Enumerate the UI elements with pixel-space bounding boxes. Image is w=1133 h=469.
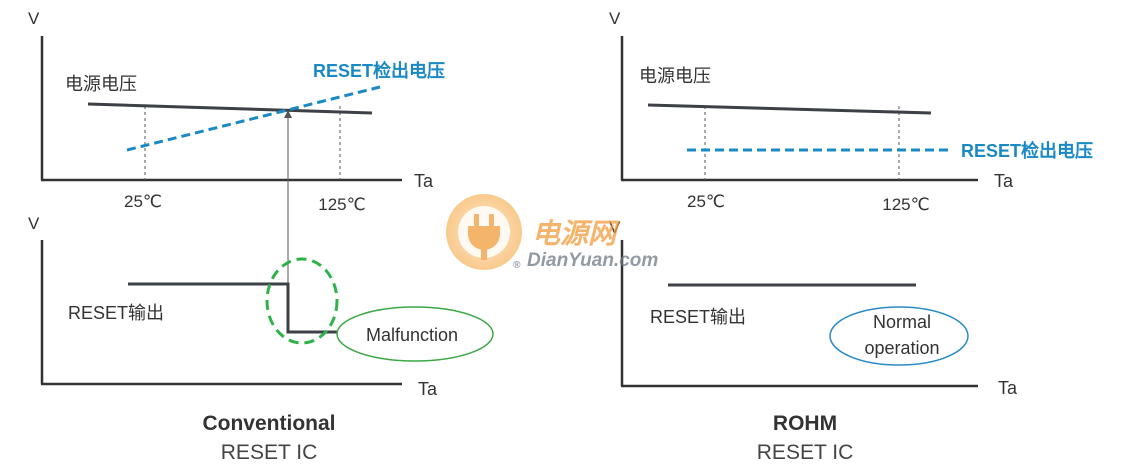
watermark-en: DianYuan.com xyxy=(527,250,658,271)
x-axis-label: Ta xyxy=(998,378,1018,398)
right-panel: V Ta 25℃ 125℃ 电源电压 RESET检出电压 V Ta RESET输… xyxy=(609,9,1093,464)
reset-output-label: RESET输出 xyxy=(68,303,164,323)
reset-detect-line xyxy=(126,85,381,152)
tick-125-label: 125℃ xyxy=(318,195,365,214)
tick-25-label: 25℃ xyxy=(124,192,162,211)
reset-detect-label: RESET检出电压 xyxy=(313,60,445,81)
supply-voltage-label: 电源电压 xyxy=(639,66,711,86)
right-bottom-chart: V Ta RESET输出 Normal operation xyxy=(609,218,1018,398)
right-caption: RESET IC xyxy=(757,441,853,464)
tick-125-label: 125℃ xyxy=(882,195,929,214)
fault-highlight-circle xyxy=(265,257,339,345)
left-caption-bold: Conventional xyxy=(202,412,335,435)
malfunction-callout xyxy=(336,306,494,362)
y-axis-label: V xyxy=(609,9,621,28)
watermark: 电源网 ® DianYuan.com xyxy=(446,194,658,271)
right-top-chart: V Ta 25℃ 125℃ 电源电压 RESET检出电压 xyxy=(609,9,1093,214)
left-top-chart: V Ta 25℃ 125℃ 电源电压 RESET检出电压 xyxy=(28,9,445,214)
right-caption-bold: ROHM xyxy=(773,412,837,435)
reset-output-label: RESET输出 xyxy=(650,307,746,327)
normal-operation-callout xyxy=(829,306,969,366)
y-axis-label: V xyxy=(28,214,40,233)
x-axis-label: Ta xyxy=(994,171,1014,191)
x-axis-label: Ta xyxy=(414,171,434,191)
normal-operation-label-line1: Normal xyxy=(873,312,931,332)
plug-logo-icon xyxy=(446,194,522,270)
tick-25-label: 25℃ xyxy=(687,192,725,211)
left-panel: V Ta 25℃ 125℃ 电源电压 RESET检出电压 V Ta RESET输… xyxy=(28,9,494,464)
y-axis-label: V xyxy=(609,218,621,237)
malfunction-label: Malfunction xyxy=(366,325,458,345)
supply-voltage-line xyxy=(647,103,932,115)
supply-voltage-label: 电源电压 xyxy=(65,74,137,94)
left-caption: RESET IC xyxy=(221,441,317,464)
watermark-reg: ® xyxy=(513,260,521,271)
left-bottom-chart: V Ta RESET输出 Malfunction xyxy=(28,214,494,399)
normal-operation-label-line2: operation xyxy=(864,338,939,358)
y-axis-label: V xyxy=(28,9,40,28)
watermark-cn: 电源网 xyxy=(532,218,620,249)
reset-detect-label: RESET检出电压 xyxy=(961,140,1093,161)
supply-voltage-line xyxy=(87,102,373,115)
x-axis-label: Ta xyxy=(418,379,438,399)
reset-output-waveform xyxy=(128,282,340,334)
